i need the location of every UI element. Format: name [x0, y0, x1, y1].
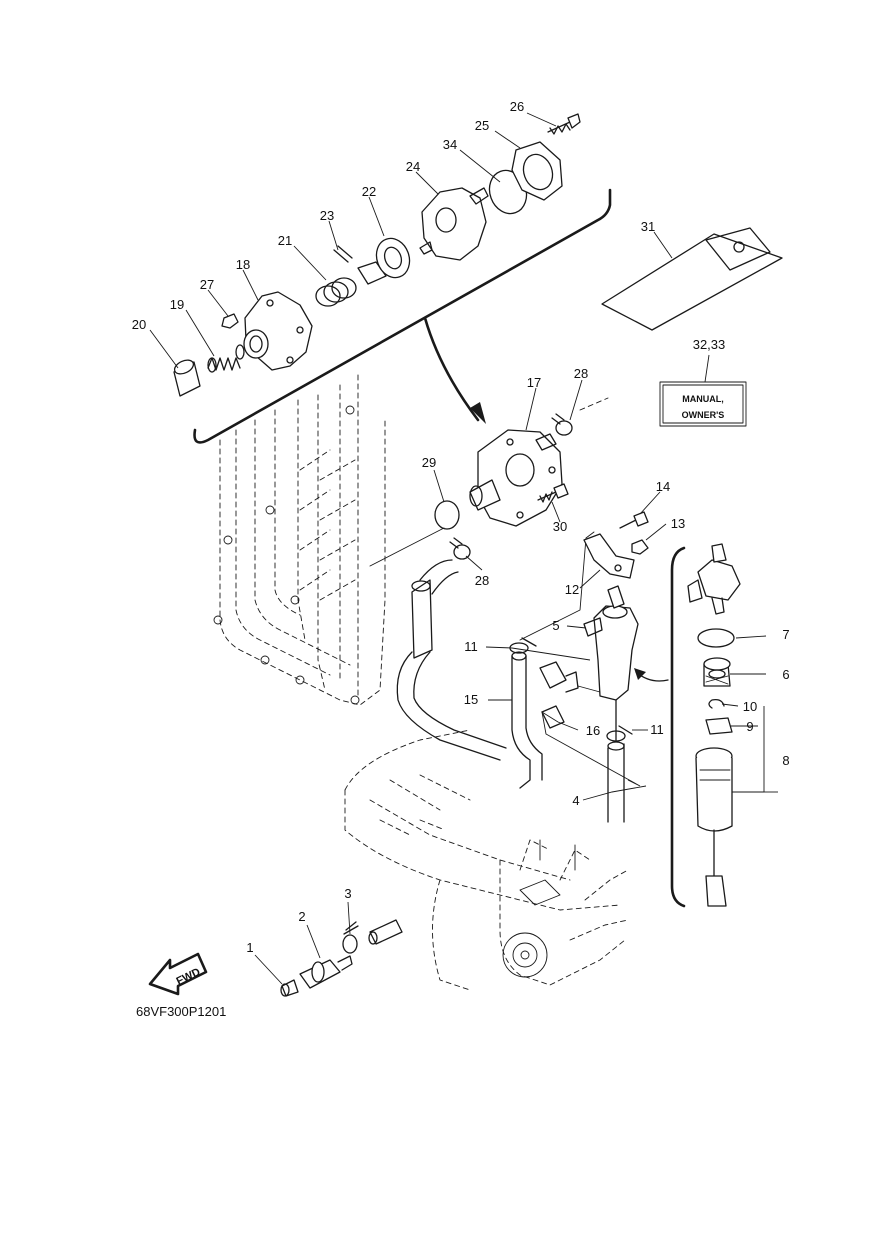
callout-28-upper: 28 — [574, 366, 588, 381]
part-6-element — [703, 657, 731, 687]
filter-detail-inset — [634, 543, 741, 908]
engine-block-outline — [213, 374, 386, 706]
callout-31: 31 — [641, 219, 655, 234]
callout-26: 26 — [510, 99, 524, 114]
fwd-arrow: FWD — [148, 952, 208, 996]
manual-label-line1: MANUAL, — [682, 394, 724, 404]
callout-15: 15 — [464, 692, 478, 707]
part-8-bowl — [695, 747, 733, 907]
part-2-fitting — [299, 955, 353, 989]
callout-23: 23 — [320, 208, 334, 223]
part-17-fuel-pump — [469, 397, 609, 527]
part-3-clip — [342, 921, 359, 954]
callout-13: 13 — [671, 516, 685, 531]
callout-24: 24 — [406, 159, 420, 174]
manual-owners-box: MANUAL, OWNER'S — [659, 381, 747, 427]
part-23-pin — [333, 245, 353, 263]
part-28-clip-lower — [449, 537, 471, 560]
callout-numbers: 26 25 34 24 22 23 21 18 27 19 20 31 32,3… — [132, 99, 790, 955]
pointer-arrowhead — [470, 402, 486, 424]
part-14-bolt — [619, 511, 649, 529]
callout-12: 12 — [565, 582, 579, 597]
diagram-code: 68VF300P1201 — [136, 1004, 226, 1019]
callout-11-lower: 11 — [650, 722, 664, 737]
callout-5: 5 — [552, 618, 559, 633]
part-9-nut — [705, 717, 733, 735]
callout-14: 14 — [656, 479, 670, 494]
callout-8: 8 — [782, 753, 789, 768]
callout-9: 9 — [746, 719, 753, 734]
callout-3: 3 — [344, 886, 351, 901]
callout-7: 7 — [782, 627, 789, 642]
part-5-fuel-filter — [583, 585, 639, 741]
part-25-cover — [511, 141, 563, 201]
callout-6: 6 — [782, 667, 789, 682]
callout-29: 29 — [422, 455, 436, 470]
part-10-clip — [708, 698, 725, 709]
callout-34: 34 — [443, 137, 457, 152]
part-20-cap — [173, 359, 201, 397]
callout-28-lower: 28 — [475, 573, 489, 588]
callout-19: 19 — [170, 297, 184, 312]
callout-leaders — [149, 112, 778, 985]
part-13-nut — [631, 539, 649, 555]
callout-21: 21 — [278, 233, 292, 248]
part-29-o-ring — [434, 500, 460, 530]
part-31-pouch — [601, 227, 783, 331]
callout-20: 20 — [132, 317, 146, 332]
callout-11-upper: 11 — [464, 639, 478, 654]
part-26-screw — [547, 113, 581, 135]
manual-label-line2: OWNER'S — [682, 410, 725, 420]
part-1-fitting — [280, 979, 299, 997]
part-21-spring — [315, 277, 357, 307]
part-19-spring — [207, 344, 245, 373]
part-27-nut — [221, 313, 239, 329]
pointer-arrow-to-pump — [423, 316, 480, 422]
callout-22: 22 — [362, 184, 376, 199]
part-22-plunger — [357, 237, 411, 285]
part-7-o-ring — [697, 628, 735, 648]
callout-18: 18 — [236, 257, 250, 272]
part-24-pump-body — [419, 187, 489, 261]
callout-17: 17 — [527, 375, 541, 390]
exploded-view-border — [193, 188, 612, 444]
hose-upper — [396, 559, 507, 761]
part-16-connector — [539, 661, 601, 729]
callout-25: 25 — [475, 118, 489, 133]
callout-16: 16 — [586, 723, 600, 738]
part-11-clip-lower — [606, 725, 633, 742]
callout-32-33: 32,33 — [693, 337, 726, 352]
callout-10: 10 — [743, 699, 757, 714]
callout-30: 30 — [553, 519, 567, 534]
part-15-hose — [511, 651, 543, 789]
part-18-housing — [243, 291, 313, 371]
callout-2: 2 — [298, 909, 305, 924]
callout-1: 1 — [246, 940, 253, 955]
hose-routing-line — [369, 527, 595, 641]
part-12-bracket — [583, 533, 635, 579]
part-28-clip-upper — [551, 413, 573, 436]
lower-casing-outline — [344, 729, 629, 991]
lower-hose-stub — [368, 919, 403, 945]
callout-27: 27 — [200, 277, 214, 292]
part-30-bolt — [537, 483, 569, 503]
callout-4: 4 — [572, 793, 579, 808]
part-4-hose — [607, 741, 625, 823]
